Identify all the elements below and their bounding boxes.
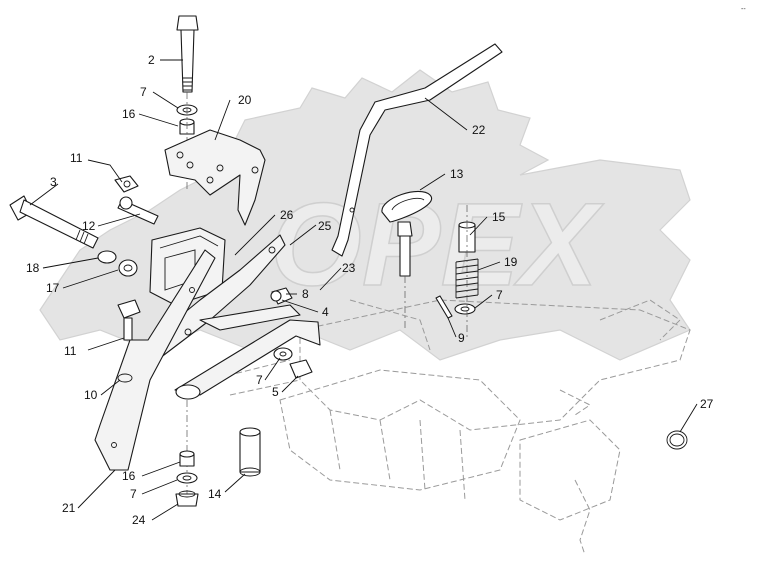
part-3-long-bolt [9,195,99,249]
callout-2: 2 [148,53,155,67]
part-11-clip-upper [114,175,139,193]
part-22-handle-rod [331,43,503,257]
callout-7: 7 [140,85,147,99]
part-25-arm [144,234,301,359]
part-7-washer-mid [273,347,293,361]
callout-14: 14 [208,487,222,501]
part-16-bushing-bottom [179,450,195,467]
callout-19: 19 [504,255,518,269]
callout-20: 20 [238,93,252,107]
callout-16: 16 [122,469,136,483]
callout-25: 25 [318,219,332,233]
watermark-text: OPEX [270,179,604,311]
callout-3: 3 [50,175,57,189]
callout-23: 23 [342,261,356,275]
part-18-washer [97,250,117,264]
callout-22: 22 [472,123,486,137]
callout-12: 12 [82,219,96,233]
part-20-bracket [164,129,266,226]
part-5-nut [289,359,313,379]
callout-27: 27 [700,397,714,411]
part-12-pin [117,196,159,225]
part-7-washer-right [454,303,476,315]
callout-21: 21 [62,501,76,515]
callout-8: 8 [302,287,309,301]
part-7-washer-bottom [176,472,198,484]
callout-16: 16 [122,107,136,121]
callout-4: 4 [322,305,329,319]
callout-26: 26 [280,208,294,222]
part-10-ring [117,373,133,383]
callout-11: 11 [70,151,83,165]
part-9-pin [435,295,453,319]
callout-labels: 2 7 16 20 22 11 3 12 26 25 13 15 18 17 2… [26,53,714,527]
part-27-circlip [666,430,688,450]
callout-24: 24 [132,513,146,527]
callout-11: 11 [64,344,77,358]
part-11-clip-lower [117,299,141,341]
callout-7: 7 [256,373,263,387]
corner-mark: -- [741,6,746,13]
callout-15: 15 [492,210,506,224]
callout-13: 13 [450,167,464,181]
part-21-side-plate [94,249,216,471]
callout-7: 7 [496,288,503,302]
callout-9: 9 [458,331,465,345]
leader-lines [29,59,698,521]
callout-17: 17 [46,281,60,295]
callout-10: 10 [84,388,98,402]
part-2-bolt [176,15,199,93]
callout-7: 7 [130,487,137,501]
part-14-sleeve [239,427,261,477]
part-4-bolt [270,290,282,302]
callout-5: 5 [272,385,279,399]
part-23-lever [174,319,321,400]
part-24-nut [175,490,199,507]
part-13-t-handle-pin [381,190,433,330]
part-17-bushing [118,259,138,277]
callout-18: 18 [26,261,40,275]
